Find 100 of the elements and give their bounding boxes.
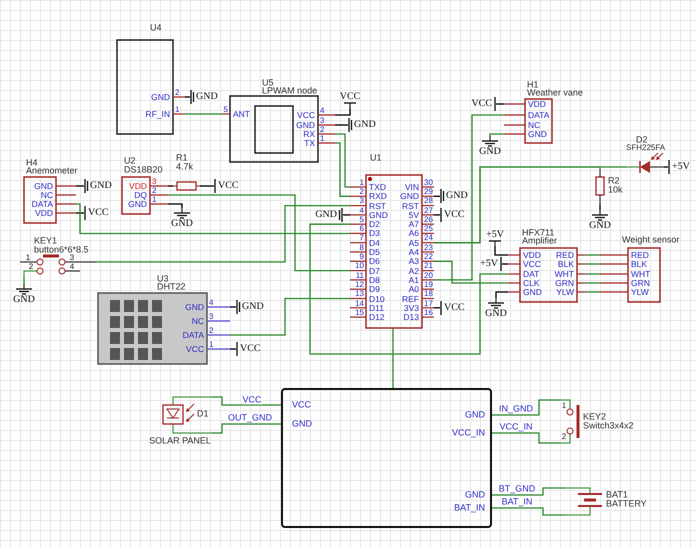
wire [495, 291, 508, 298]
wire [96, 204, 350, 263]
wire [76, 212, 84, 214]
pin-number: 27 [424, 206, 433, 215]
wire [434, 260, 508, 284]
pin-name: DATA [182, 330, 204, 340]
pin-number: 18 [424, 290, 433, 298]
wire [492, 507, 565, 516]
component-designator: H4 [26, 158, 38, 168]
pin-number: 8 [360, 244, 364, 252]
net-name: VCC [340, 92, 360, 102]
component-designator: Weight sensor [622, 236, 680, 244]
wire [200, 185, 214, 187]
component-value: 4.7k [176, 162, 194, 172]
pin-number: 26 [424, 216, 433, 224]
pin-name: BAT_IN [454, 504, 485, 512]
pin-name: D7 [369, 266, 380, 275]
net-label: BT_GND [498, 484, 536, 494]
component-designator: H1 [527, 80, 539, 90]
pin-name: GND [185, 302, 204, 312]
pin-number: 5 [360, 216, 364, 224]
pin-number: 1 [26, 254, 30, 262]
pin-name: GND [400, 192, 419, 201]
wire [392, 328, 394, 388]
component-label: button6*6*8.5 [34, 245, 89, 254]
pin-name: GND [369, 210, 388, 220]
pin-name: GRN [555, 278, 574, 288]
wire [168, 194, 350, 272]
pin-number: 10 [355, 262, 364, 270]
wire [585, 263, 600, 265]
pin-name: WHT [631, 270, 650, 278]
component-designator: BAT1 [606, 490, 628, 500]
wire [494, 246, 508, 256]
pin-number: 21 [424, 262, 433, 270]
pin-name: YLW [556, 288, 574, 296]
pin-name: VCC [292, 400, 312, 410]
pin-name: TXD [369, 182, 386, 192]
component-designator: D2 [636, 136, 648, 144]
pin-number: 2 [360, 188, 364, 196]
pin-name: RF_IN [145, 110, 170, 118]
net-name: GND [196, 92, 218, 102]
pin-name: ANT [233, 110, 250, 118]
net-name: GND [479, 147, 501, 157]
net-name: GND [354, 120, 376, 130]
component-designator: HFX711 [522, 228, 554, 238]
net-name: GND [13, 295, 35, 305]
pin-number: 29 [424, 188, 433, 196]
pin-number: 2 [152, 186, 156, 195]
pin-number: 15 [355, 308, 364, 317]
component-designator: KEY2 [583, 412, 606, 422]
net-name: VCC [444, 302, 465, 313]
pin-number: 2 [209, 326, 214, 335]
pin-number: 25 [424, 225, 433, 234]
pin-name: DAT [523, 270, 540, 278]
wire [434, 214, 440, 216]
pin-number: 16 [424, 308, 433, 317]
pin-name: D13 [403, 312, 419, 322]
component-designator: U5 [262, 78, 274, 88]
pin-name: WHT [554, 270, 574, 278]
pin-name: DATA [528, 110, 550, 120]
pin-name: D6 [369, 257, 380, 266]
component-designator: KEY1 [34, 236, 58, 246]
net-name: GND [90, 181, 112, 191]
pin-name: VDD [528, 100, 546, 108]
net-name: VCC [471, 99, 492, 109]
pin-number: 5 [224, 106, 228, 114]
net-label: VCC_IN [498, 422, 534, 432]
pin-name: BLK [558, 260, 574, 268]
net-label: BAT_IN [500, 498, 534, 506]
pin-number: 12 [355, 280, 364, 289]
pin-name: D10 [369, 294, 385, 303]
pin-number: 1 [360, 178, 364, 187]
pin-number: 3 [320, 116, 324, 125]
component-label: Weather vane [527, 88, 583, 98]
component-designator: U2 [124, 156, 136, 166]
wire [492, 487, 565, 496]
wire [492, 432, 560, 444]
pin-number: 13 [355, 290, 364, 298]
net-name: GND [446, 191, 468, 202]
pin-number: 3 [70, 254, 74, 262]
component-label: LPWAM node [262, 86, 318, 96]
component-designator: R1 [176, 154, 188, 162]
pin-name: BLK [631, 260, 648, 268]
wire [335, 142, 350, 197]
wire [212, 423, 281, 434]
wire [489, 133, 504, 136]
wire [492, 399, 560, 416]
component-label: BATTERY [606, 500, 647, 508]
pin-name: RXD [369, 192, 387, 201]
pin-name: NC [528, 120, 540, 130]
wire [212, 396, 281, 406]
net-name: +5V [486, 230, 504, 240]
pin-name: GND [465, 490, 485, 500]
wire [434, 114, 504, 281]
pin-name: VDD [129, 182, 147, 190]
pin-name: NC [192, 316, 204, 326]
pin-number: 20 [424, 272, 433, 280]
pin-name: NC [40, 190, 53, 200]
pin-name: CLK [523, 278, 540, 288]
wire [434, 196, 440, 197]
